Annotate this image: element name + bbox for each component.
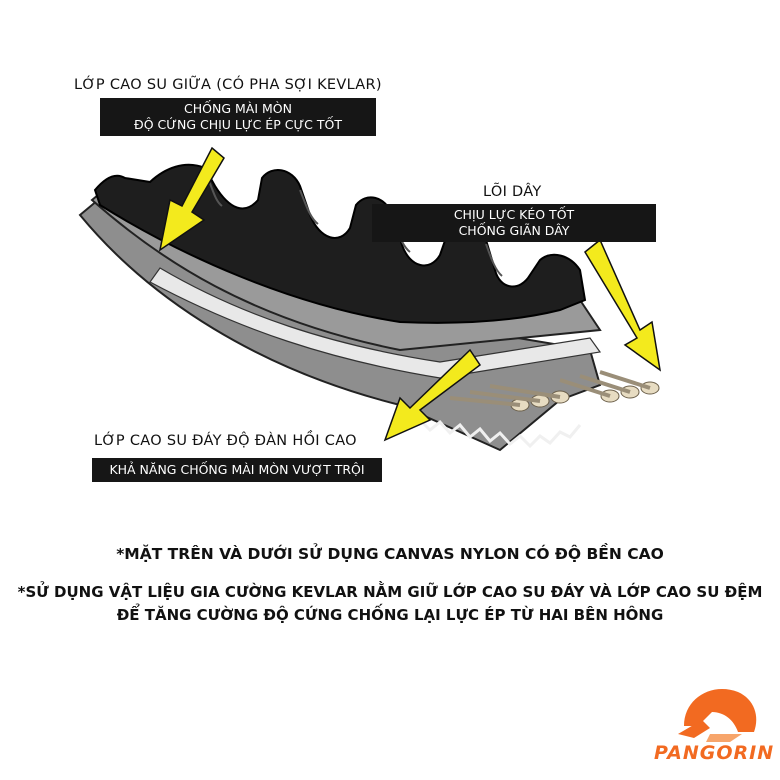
middle-layer-title: LỚP CAO SU GIỮA (CÓ PHA SỢI KEVLAR)	[74, 77, 382, 93]
cord-core-title: LÕI DÂY	[483, 184, 542, 200]
bottom-layer-box: KHẢ NĂNG CHỐNG MÀI MÒN VƯỢT TRỘI	[92, 458, 382, 482]
cord-core-line1: CHỊU LỰC KÉO TỐT	[453, 207, 575, 222]
cord-strands	[449, 370, 660, 412]
middle-layer-line2: ĐỘ CỨNG CHỊU LỰC ÉP CỰC TỐT	[134, 117, 342, 132]
brand-name: PANGORIN	[654, 742, 775, 764]
arrow-bottom-layer	[383, 348, 482, 442]
note-kevlar-line1: *SỬ DỤNG VẬT LIỆU GIA CƯỜNG KEVLAR NẰM G…	[17, 583, 763, 601]
belt-top-cogs	[93, 163, 587, 324]
arrow-middle-layer	[158, 146, 225, 252]
belt-bottom-teeth	[418, 418, 582, 449]
middle-layer-box: CHỐNG MÀI MÒN ĐỘ CỨNG CHỊU LỰC ÉP CỰC TỐ…	[100, 98, 376, 136]
pangorin-logo-icon	[678, 689, 757, 742]
belt-diagram	[78, 146, 662, 452]
canvas-layer	[149, 267, 602, 379]
cord-core-line2: CHỐNG GIÃN DÂY	[458, 223, 570, 238]
cog-highlights	[204, 171, 503, 277]
arrow-cord	[584, 238, 662, 372]
note-canvas: *MẶT TRÊN VÀ DƯỚI SỬ DỤNG CANVAS NYLON C…	[116, 545, 664, 563]
note-kevlar-line2: ĐỂ TĂNG CƯỜNG ĐỘ CỨNG CHỐNG LẠI LỰC ÉP T…	[116, 606, 664, 624]
cord-core-box: CHỊU LỰC KÉO TỐT CHỐNG GIÃN DÂY	[372, 204, 656, 242]
middle-layer-line1: CHỐNG MÀI MÒN	[184, 101, 292, 116]
bottom-layer-title: LỚP CAO SU ĐÁY ĐỘ ĐÀN HỒI CAO	[94, 433, 357, 449]
bottom-layer-line1: KHẢ NĂNG CHỐNG MÀI MÒN VƯỢT TRỘI	[109, 462, 365, 477]
arrows	[158, 146, 662, 442]
